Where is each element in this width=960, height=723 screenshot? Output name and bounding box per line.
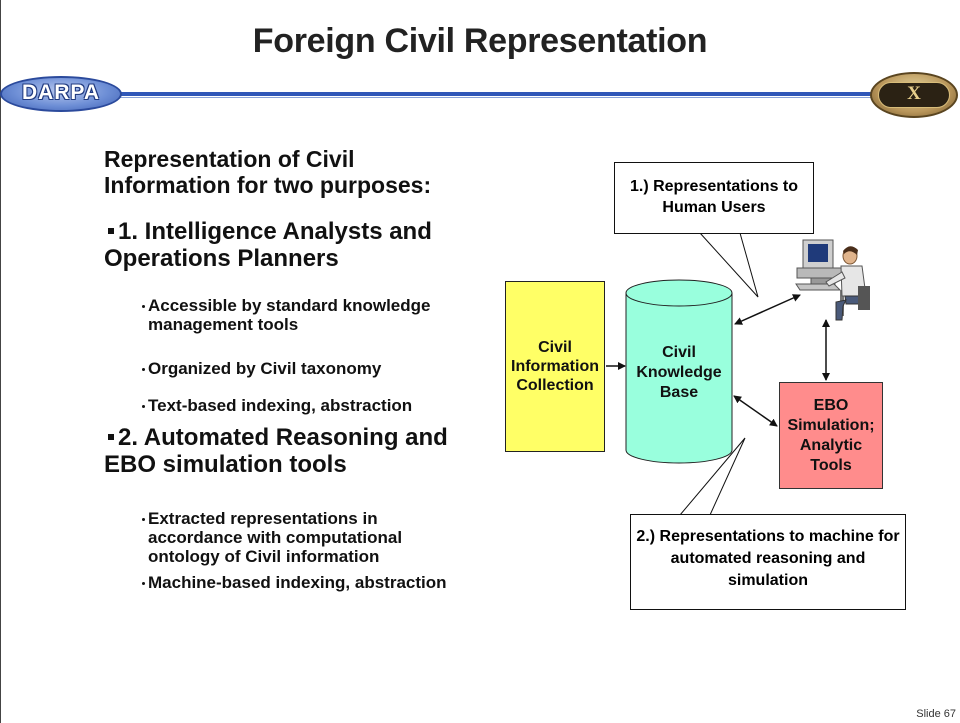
- knowledge-base-cylinder: [625, 293, 733, 464]
- ebo-label: EBO Simulation; Analytic Tools: [787, 396, 875, 474]
- slide-title: Foreign Civil Representation: [252, 22, 708, 60]
- callout-top-text: 1.) Representations to Human Users: [629, 178, 799, 216]
- intro-text: Representation of Civil Information for …: [104, 146, 432, 198]
- callout-machine: 2.) Representations to machine for autom…: [630, 514, 906, 610]
- section2-item: Machine-based indexing, abstraction: [148, 573, 447, 592]
- bullet-dot-icon: [142, 305, 145, 308]
- section1-item: Text-based indexing, abstraction: [148, 396, 413, 415]
- slide-number: Slide 67: [916, 708, 956, 720]
- section1-item: Organized by Civil taxonomy: [148, 359, 382, 378]
- bullet-dot-icon: [142, 368, 145, 371]
- bullet-dot-icon: [142, 518, 145, 521]
- collection-label: Civil Information Collection: [511, 339, 599, 394]
- knowledge-base-label: Civil Knowledge Base: [636, 344, 722, 401]
- section1-heading: 1. Intelligence Analysts and Operations …: [104, 218, 432, 272]
- ebo-simulation-box: EBO Simulation; Analytic Tools: [779, 382, 883, 489]
- ixo-logo-text: X: [907, 83, 921, 104]
- section1-item: Accessible by standard knowledge managem…: [148, 296, 431, 334]
- arrow-kb-to-user: [734, 294, 801, 325]
- section2-heading: 2. Automated Reasoning and EBO simulatio…: [104, 424, 448, 478]
- bullet-dot-icon: [142, 582, 145, 585]
- arrow-kb-to-ebo: [733, 395, 778, 427]
- civil-information-collection-box: Civil Information Collection: [505, 281, 605, 452]
- darpa-logo: [0, 76, 122, 112]
- knowledge-base-cylinder-top: [625, 279, 733, 307]
- section2-item: Extracted representations in accordance …: [148, 509, 403, 566]
- ixo-logo-inner: [878, 82, 950, 108]
- darpa-logo-text: DARPA: [21, 81, 101, 104]
- computer-user-icon: [795, 239, 870, 321]
- header-divider: [118, 92, 874, 96]
- header-divider-shadow: [118, 97, 874, 98]
- callout-bottom-text: 2.) Representations to machine for autom…: [636, 528, 900, 589]
- callout-human-users: 1.) Representations to Human Users: [614, 162, 814, 234]
- bullet-square-icon: [108, 434, 114, 440]
- callout-bottom-pointer: [679, 437, 746, 516]
- bullet-square-icon: [108, 228, 114, 234]
- bullet-dot-icon: [142, 405, 145, 408]
